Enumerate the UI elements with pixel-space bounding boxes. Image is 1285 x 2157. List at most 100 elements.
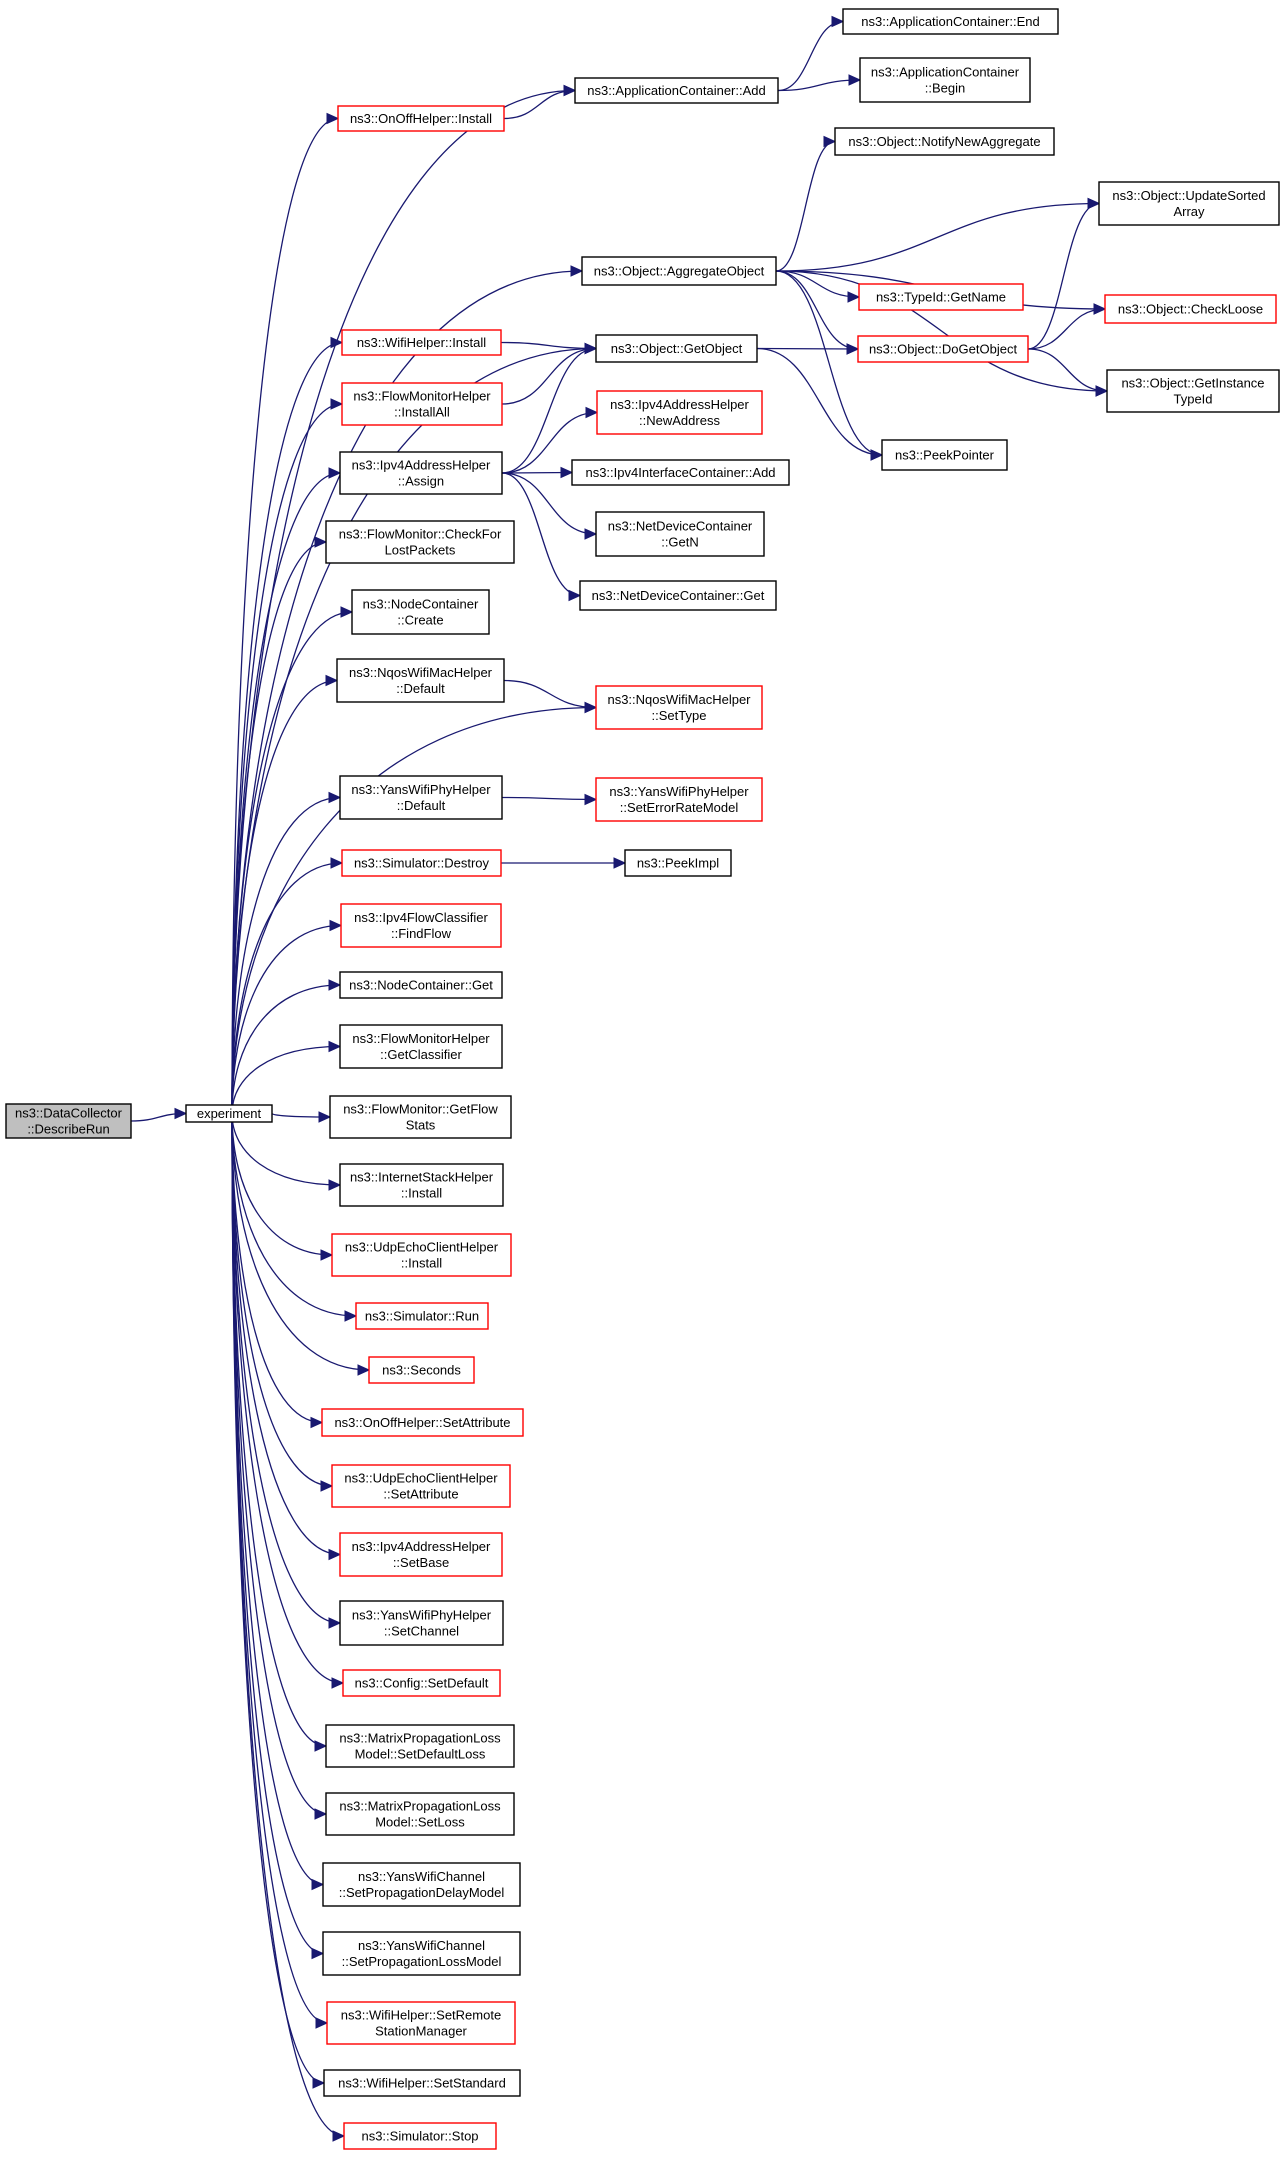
edge-root-to-experiment-arrowhead [174,1107,188,1120]
node-experiment[interactable]: experiment [185,1104,273,1123]
edge-flowmon_installall-to-get_object [501,347,597,405]
node-inetstack-install[interactable]: ns3::InternetStackHelper::Install [339,1163,504,1207]
node-ndc-getn[interactable]: ns3::NetDeviceContainer::GetN [595,511,765,557]
node-ndc-get[interactable]: ns3::NetDeviceContainer::Get [579,580,777,611]
node-label: ::Install [401,1256,442,1271]
node-nc-get[interactable]: ns3::NodeContainer::Get [339,971,503,999]
node-app-add[interactable]: ns3::ApplicationContainer::Add [574,77,779,104]
node-box [337,105,505,132]
node-udpecho-install[interactable]: ns3::UdpEchoClientHelper::Install [331,1233,512,1277]
node-ipv4-assign[interactable]: ns3::Ipv4AddressHelper::Assign [339,451,503,495]
node-box [325,520,515,564]
node-config-setdefault[interactable]: ns3::Config::SetDefault [342,1669,501,1697]
node-notify-new-agg[interactable]: ns3::Object::NotifyNewAggregate [834,127,1055,156]
node-label: ns3::PeekPointer [895,448,995,463]
node-label: ns3::Object::NotifyNewAggregate [848,134,1040,149]
node-matrix-setdefaultloss[interactable]: ns3::MatrixPropagationLossModel::SetDefa… [325,1724,515,1768]
edge-experiment-to-yanschan_setdelay-arrowhead [311,1878,325,1891]
node-label: ns3::WifiHelper::Install [357,335,486,350]
node-wifi-install[interactable]: ns3::WifiHelper::Install [341,329,502,356]
edge-experiment-to-sim_run [231,1113,357,1317]
node-get-object[interactable]: ns3::Object::GetObject [595,334,758,363]
node-label: ns3::PeekImpl [637,856,719,871]
node-nc-create[interactable]: ns3::NodeContainer::Create [351,589,490,635]
node-label: ::Create [397,613,443,628]
edge-experiment-to-ipv4flow_findflow-arrowhead [329,919,343,932]
node-do-get-object[interactable]: ns3::Object::DoGetObject [857,335,1029,363]
node-typeid-getname[interactable]: ns3::TypeId::GetName [858,283,1024,311]
node-label: ns3::UdpEchoClientHelper [345,1240,499,1255]
node-app-begin[interactable]: ns3::ApplicationContainer::Begin [859,57,1031,103]
node-ipv4-setbase[interactable]: ns3::Ipv4AddressHelper::SetBase [339,1532,503,1577]
node-label: ::Default [396,681,445,696]
node-box [339,1024,503,1069]
node-label: ns3::Object::GetObject [611,341,743,356]
edge-ipv4_assign-to-ndc_getn [501,472,597,535]
node-peek-pointer[interactable]: ns3::PeekPointer [881,439,1008,471]
edge-experiment-to-ipv4_setbase [231,1113,341,1556]
node-wifi-setstandard[interactable]: ns3::WifiHelper::SetStandard [323,2069,521,2097]
node-peek-impl[interactable]: ns3::PeekImpl [624,849,732,877]
node-onoff-install[interactable]: ns3::OnOffHelper::Install [337,105,505,132]
edge-ipv4_assign-to-get_object-arrowhead [584,342,598,355]
node-label: ns3::Object::UpdateSorted [1112,188,1265,203]
node-udpecho-setattr[interactable]: ns3::UdpEchoClientHelper::SetAttribute [331,1464,511,1508]
edge-aggregate-to-notify_new_agg-arrowhead [823,135,837,148]
node-label: ns3::YansWifiPhyHelper [609,784,749,799]
node-label: ns3::WifiHelper::SetRemote [341,2008,501,2023]
node-onoff-setattr[interactable]: ns3::OnOffHelper::SetAttribute [321,1408,524,1437]
node-box [859,57,1031,103]
edge-aggregate-to-get_instance_typeid [775,270,1108,392]
edge-get_object-to-peek_pointer-arrowhead [870,449,884,461]
node-box [339,775,503,820]
node-box [185,1104,273,1123]
edge-do_get_object-to-update_sorted [1027,202,1100,350]
node-label: ::GetClassifier [380,1047,462,1062]
edge-aggregate-to-typeid_getname-arrowhead [847,291,861,303]
edge-experiment-to-onoff_setattr-arrowhead [310,1416,324,1429]
node-yans-setchannel[interactable]: ns3::YansWifiPhyHelper::SetChannel [339,1600,504,1646]
edge-experiment-to-flowmonhelper_getclassifier-arrowhead [328,1040,342,1053]
node-yanschan-setloss[interactable]: ns3::YansWifiChannel::SetPropagationLoss… [322,1931,521,1976]
node-flowmonhelper-getclassifier[interactable]: ns3::FlowMonitorHelper::GetClassifier [339,1024,503,1069]
node-ipv4ic-add[interactable]: ns3::Ipv4InterfaceContainer::Add [571,459,790,486]
node-ipv4flow-findflow[interactable]: ns3::Ipv4FlowClassifier::FindFlow [340,903,502,948]
node-label: ns3::Object::GetInstance [1121,376,1264,391]
node-yans-seterrorrate[interactable]: ns3::YansWifiPhyHelper::SetErrorRateMode… [595,777,763,822]
node-aggregate[interactable]: ns3::Object::AggregateObject [581,256,777,286]
node-box [574,77,779,104]
node-sim-stop[interactable]: ns3::Simulator::Stop [343,2122,497,2150]
node-label: experiment [197,1106,262,1121]
node-yanschan-setdelay[interactable]: ns3::YansWifiChannel::SetPropagationDela… [322,1862,521,1907]
node-root[interactable]: ns3::DataCollector::DescribeRun [5,1103,132,1139]
edge-experiment-to-flowmon_getflowstats-arrowhead [318,1111,332,1123]
node-nqos-settype[interactable]: ns3::NqosWifiMacHelper::SetType [595,685,763,730]
node-box [341,329,502,356]
edge-experiment-to-sim_run-arrowhead [344,1310,358,1322]
edge-experiment-to-flowmon_installall-arrowhead [330,398,344,410]
node-flowmon-installall[interactable]: ns3::FlowMonitorHelper::InstallAll [341,382,503,426]
node-box [336,658,505,703]
node-label: TypeId [1173,392,1212,407]
node-nqos-default[interactable]: ns3::NqosWifiMacHelper::Default [336,658,505,703]
node-sim-destroy[interactable]: ns3::Simulator::Destroy [341,849,502,877]
node-box [339,971,503,999]
edge-aggregate-to-typeid_getname [775,270,860,298]
edge-experiment-to-nc_get-arrowhead [328,979,342,991]
node-check-loose[interactable]: ns3::Object::CheckLoose [1104,294,1277,324]
node-app-end[interactable]: ns3::ApplicationContainer::End [842,8,1059,35]
node-seconds[interactable]: ns3::Seconds [368,1356,475,1384]
node-label: ns3::NqosWifiMacHelper [349,665,493,680]
node-yans-phy-default[interactable]: ns3::YansWifiPhyHelper::Default [339,775,503,820]
node-ipv4-newaddress[interactable]: ns3::Ipv4AddressHelper::NewAddress [596,390,763,435]
edge-aggregate-to-update_sorted [775,202,1100,272]
edge-nqos_default-to-nqos_settype-arrowhead [584,701,598,714]
node-sim-run[interactable]: ns3::Simulator::Run [355,1302,489,1330]
